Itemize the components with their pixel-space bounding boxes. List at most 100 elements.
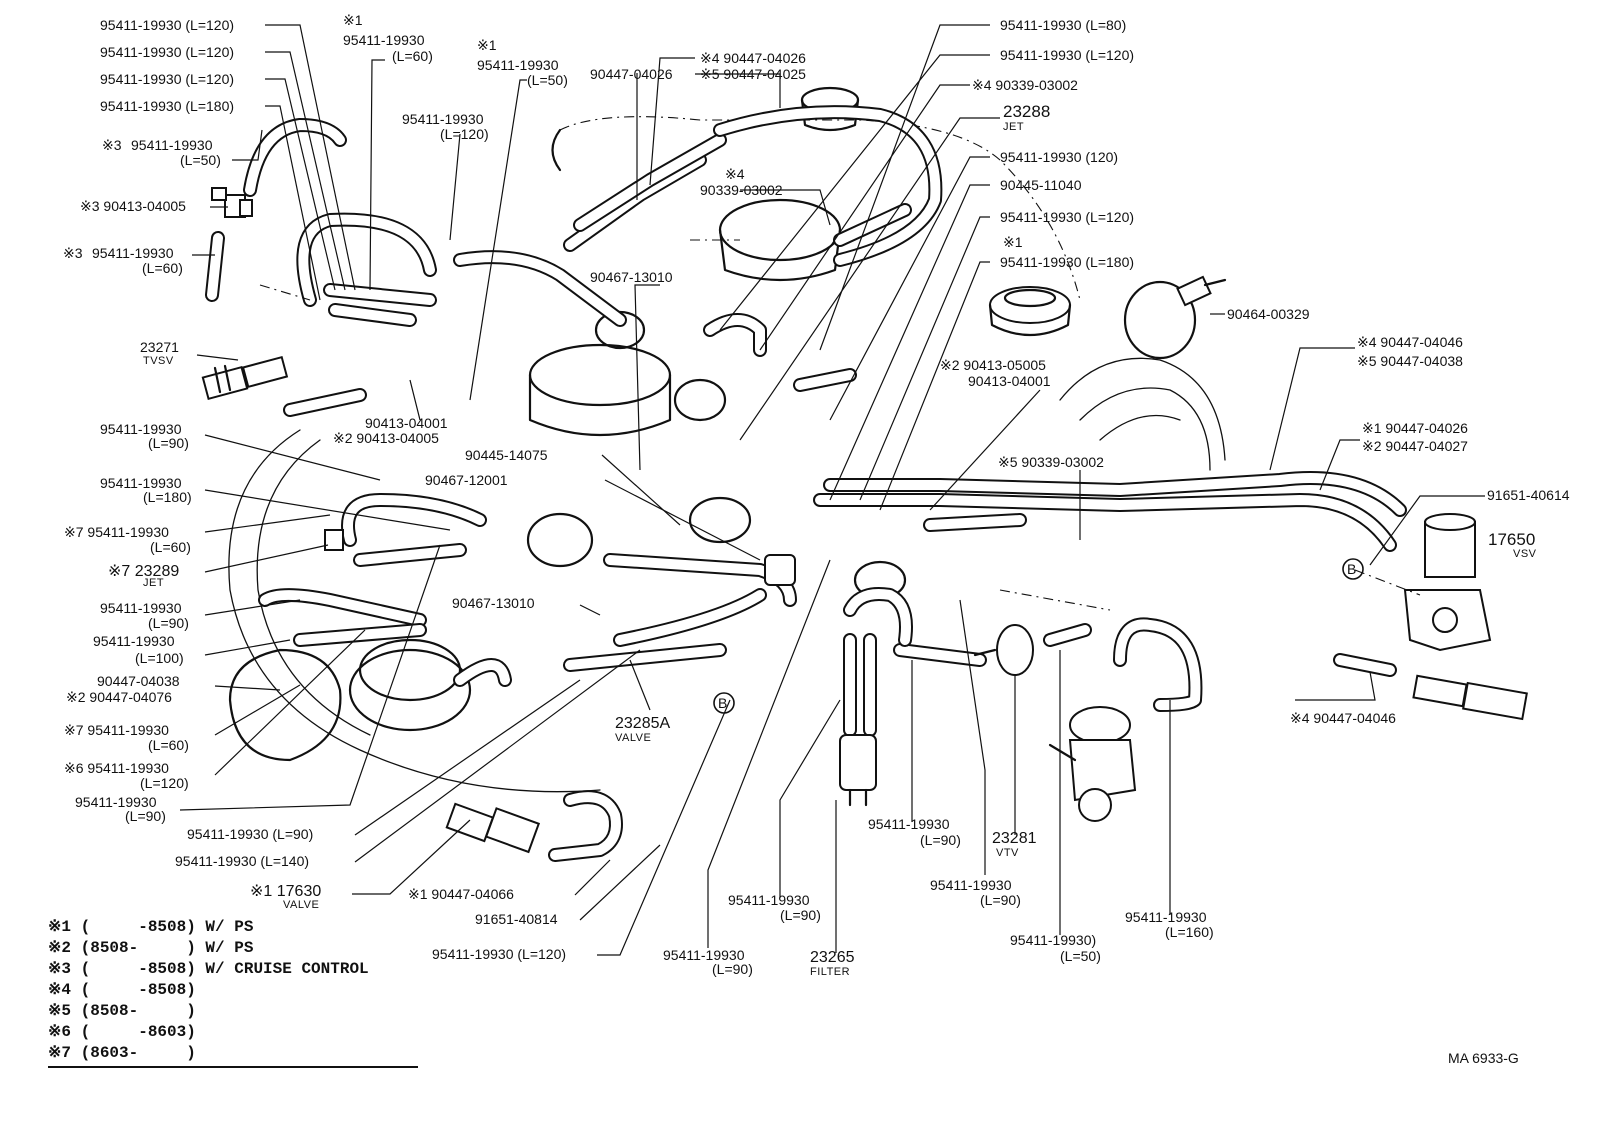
callout-label: (L=180) bbox=[143, 489, 192, 505]
callout-label: 17650 bbox=[1488, 530, 1535, 549]
legend-row: ※7 (8603- ) bbox=[48, 1044, 196, 1062]
callout-label: ※3 90413-04005 bbox=[80, 198, 186, 214]
vacuum-hoses bbox=[205, 105, 1407, 862]
callout-label: 90447-04026 bbox=[590, 66, 673, 82]
callout-label: ※7 95411-19930 bbox=[64, 722, 169, 738]
legend-row: ※3 ( -8508) W/ CRUISE CONTROL bbox=[48, 960, 369, 978]
callout-label: (L=90) bbox=[148, 435, 189, 451]
callout-label: (L=160) bbox=[1165, 924, 1214, 940]
svg-text:B: B bbox=[1347, 561, 1356, 577]
callout-label: (L=90) bbox=[125, 808, 166, 824]
callout-label: 90339-03002 bbox=[700, 182, 783, 198]
legend-row: ※1 ( -8508) W/ PS bbox=[48, 918, 254, 936]
callout-label: ※1 90447-04066 bbox=[408, 886, 514, 902]
hose-clamp-icon bbox=[1123, 275, 1227, 360]
callout-label: 95411-19930 bbox=[100, 600, 182, 616]
callout-label: ※2 90413-04005 bbox=[333, 430, 439, 446]
callout-label: 90445-14075 bbox=[465, 447, 548, 463]
callout-label: ※6 95411-19930 bbox=[64, 760, 169, 776]
callout-label: (L=90) bbox=[712, 961, 753, 977]
callout-label: ※5 90339-03002 bbox=[998, 454, 1104, 470]
callout-mark: ※1 bbox=[1003, 234, 1023, 250]
callout-label: 23285A bbox=[615, 715, 670, 732]
callout-label: 95411-19930 bbox=[100, 421, 182, 437]
components bbox=[201, 187, 1528, 854]
callout-label: ※5 90447-04025 bbox=[700, 66, 806, 82]
callout-label: 90447-04038 bbox=[97, 673, 180, 689]
callout-label: ※2 90447-04027 bbox=[1362, 438, 1468, 454]
callout-caption: VALVE bbox=[283, 899, 319, 911]
callout-caption: FILTER bbox=[810, 966, 850, 978]
callout-label: ※2 90413-05005 bbox=[940, 357, 1046, 373]
callout-label: 95411-19930 bbox=[728, 892, 810, 908]
callout-label: (L=120) bbox=[140, 775, 189, 791]
callout-label: (L=120) bbox=[440, 126, 489, 142]
jet-icon bbox=[324, 529, 344, 551]
callout-label: 95411-19930 (L=120) bbox=[100, 17, 234, 33]
callout-label: 95411-19930 bbox=[131, 137, 213, 153]
vsv-valve-icon bbox=[1403, 513, 1492, 652]
callout-caption: VSV bbox=[1513, 548, 1537, 560]
tvsv-sensor-icon bbox=[201, 355, 289, 401]
callout-label: 95411-19930 bbox=[930, 877, 1012, 893]
callout-label: 95411-19930 (L=180) bbox=[1000, 254, 1134, 270]
vtv-valve-icon bbox=[973, 624, 1034, 676]
figure-code: MA 6933-G bbox=[1448, 1050, 1519, 1066]
callout-mark: ※1 bbox=[343, 12, 363, 28]
callout-label: 95411-19930 (L=140) bbox=[175, 853, 309, 869]
callout-mark: ※3 bbox=[63, 245, 83, 261]
callout-label: 23288 bbox=[1003, 102, 1050, 121]
callout-label: 95411-19930 bbox=[92, 245, 174, 261]
callout-label: ※2 90447-04076 bbox=[66, 689, 172, 705]
callout-label: 95411-19930 (L=120) bbox=[100, 71, 234, 87]
callout-label: ※4 90447-04026 bbox=[700, 50, 806, 66]
callout-label: (L=60) bbox=[392, 48, 433, 64]
callout-label: 95411-19930 (L=120) bbox=[1000, 209, 1134, 225]
callout-label: ※4 90339-03002 bbox=[972, 77, 1078, 93]
callout-label: 95411-19930 bbox=[663, 947, 745, 963]
callout-label: 95411-19930 (120) bbox=[1000, 149, 1118, 165]
callout-label: 90467-13010 bbox=[590, 269, 673, 285]
footnote-legend: ※1 ( -8508) W/ PS ※2 (8508- ) W/ PS ※3 (… bbox=[48, 917, 428, 1064]
callout-label: 95411-19930 bbox=[100, 475, 182, 491]
connection-marker-b: B bbox=[1342, 558, 1364, 580]
callout-label: 95411-19930 bbox=[477, 57, 559, 73]
callout-label: 95411-19930 (L=180) bbox=[100, 98, 234, 114]
callout-label: (L=90) bbox=[920, 832, 961, 848]
callout-label: ※1 17630 bbox=[250, 883, 321, 900]
temperature-sensor-icon bbox=[1412, 674, 1528, 721]
callout-label: ※7 95411-19930 bbox=[64, 524, 169, 540]
callout-mark: ※3 bbox=[102, 137, 122, 153]
check-valve-icon bbox=[764, 554, 796, 586]
callout-label: 90464-00329 bbox=[1227, 306, 1310, 322]
callout-caption: JET bbox=[1003, 121, 1024, 133]
legend-row: ※4 ( -8508) bbox=[48, 981, 196, 999]
callout-label: 95411-19930 bbox=[1125, 909, 1207, 925]
callout-label: 90445-11040 bbox=[1000, 177, 1082, 193]
callout-label: 95411-19930) bbox=[1010, 932, 1096, 948]
callout-label: 95411-19930 (L=120) bbox=[100, 44, 234, 60]
callout-label: (L=60) bbox=[142, 260, 183, 276]
svg-text:B: B bbox=[718, 695, 727, 711]
callout-label: 90467-13010 bbox=[452, 595, 535, 611]
callout-label: (L=50) bbox=[1060, 948, 1101, 964]
callout-label: 91651-40814 bbox=[475, 911, 558, 927]
callout-label: 95411-19930 bbox=[402, 111, 484, 127]
callout-label: ※7 23289 bbox=[108, 563, 179, 580]
egr-valve-icon bbox=[1048, 706, 1137, 822]
callout-label: 95411-19930 (L=120) bbox=[432, 946, 566, 962]
callout-label: (L=60) bbox=[150, 539, 191, 555]
callout-mark: ※4 bbox=[725, 166, 745, 182]
callout-label: 95411-19930 bbox=[93, 633, 175, 649]
legend-divider bbox=[48, 1066, 418, 1068]
connection-marker-b: B bbox=[713, 692, 735, 714]
leader-lines bbox=[179, 24, 1485, 956]
legend-row: ※6 ( -8603) bbox=[48, 1023, 196, 1041]
callout-label: (L=50) bbox=[180, 152, 221, 168]
callout-label: ※4 90447-04046 bbox=[1290, 710, 1396, 726]
callout-label: 23281 bbox=[992, 830, 1037, 847]
callout-label: 90467-12001 bbox=[425, 472, 508, 488]
callout-label: ※1 90447-04026 bbox=[1362, 420, 1468, 436]
callout-label: (L=90) bbox=[780, 907, 821, 923]
